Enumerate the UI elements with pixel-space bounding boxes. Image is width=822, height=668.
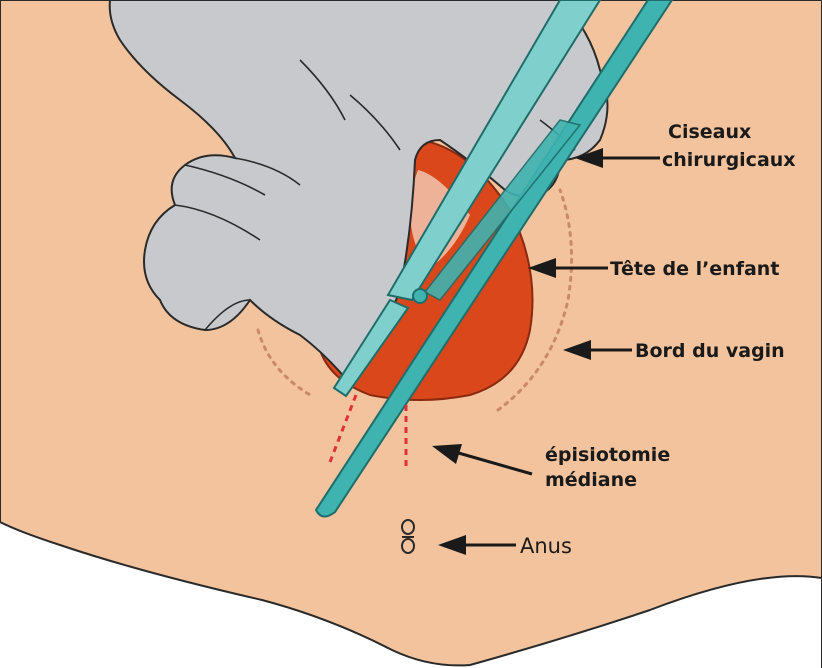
label-episiotomy-line1: épisiotomie [545,444,670,466]
scissors-pivot [413,289,427,303]
label-episiotomy-line2: médiane [545,469,637,491]
label-anus: Anus [520,534,572,558]
label-vagina-edge: Bord du vagin [635,340,785,362]
label-baby-head: Tête de l’enfant [610,258,779,280]
label-scissors-line1: Ciseaux [668,121,751,143]
label-scissors-line2: chirurgicaux [662,149,796,171]
